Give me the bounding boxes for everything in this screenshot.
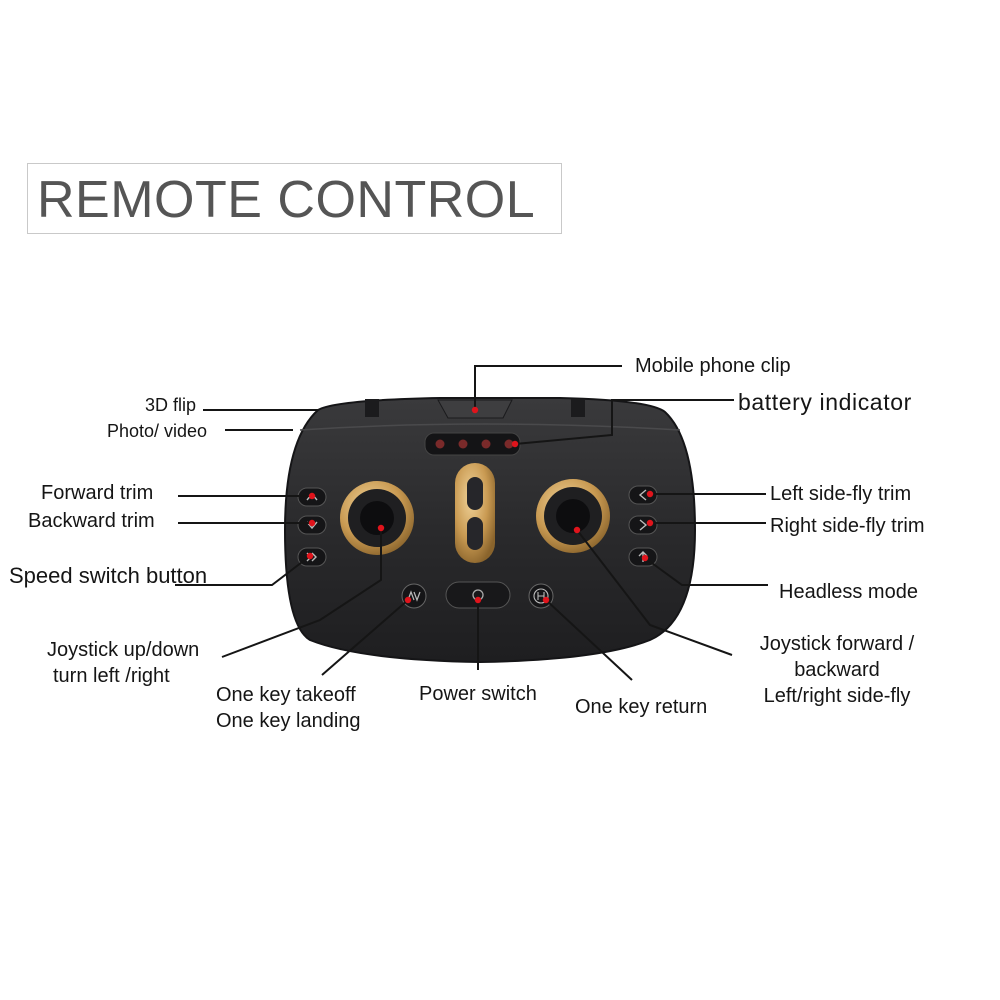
leader-headless [644, 557, 768, 586]
label-takeoff-line1: One key takeoff [216, 684, 356, 706]
label-left-side-fly-trim: Left side-fly trim [770, 483, 912, 505]
label-joystick-right-line2: backward [794, 659, 880, 681]
leader-battery [514, 399, 734, 445]
label-right-side-fly-trim: Right side-fly trim [770, 515, 925, 537]
label-joystick-left-line2: turn left /right [53, 665, 170, 687]
center-gold-rocker[interactable] [455, 463, 495, 563]
label-mobile-phone-clip: Mobile phone clip [635, 355, 791, 377]
right-side-fly-trim-button[interactable] [628, 515, 658, 535]
battery-led-3 [481, 439, 491, 449]
clip-nub-right [571, 399, 585, 417]
page-title: REMOTE CONTROL [37, 171, 536, 229]
label-joystick-right-line1: Joystick forward / [759, 633, 915, 655]
label-headless-mode: Headless mode [779, 581, 918, 603]
label-joystick-left-line1: Joystick up/down [47, 639, 200, 661]
leader-return [545, 599, 633, 681]
home-return-icon [533, 588, 549, 604]
label-one-key-return: One key return [575, 696, 708, 718]
label-power-switch: Power switch [419, 683, 537, 705]
battery-led-4 [504, 439, 514, 449]
label-takeoff-line2: One key landing [216, 710, 361, 732]
label-speed-switch: Speed switch button [9, 563, 208, 588]
label-forward-trim: Forward trim [41, 482, 154, 504]
label-joystick-right-line3: Left/right side-fly [763, 685, 911, 707]
battery-led-1 [435, 439, 445, 449]
clip-nub-left [365, 399, 379, 417]
chevron-right-icon [639, 519, 648, 531]
battery-indicator-strip [424, 432, 521, 456]
right-joystick[interactable] [536, 479, 610, 553]
label-backward-trim: Backward trim [28, 510, 155, 532]
pointer-dots [306, 406, 654, 604]
battery-led-2 [458, 439, 468, 449]
title-box: REMOTE CONTROL [27, 163, 562, 234]
label-battery-indicator: battery indicator [738, 389, 912, 415]
leader-phone-clip [474, 365, 622, 410]
leader-takeoff [321, 599, 409, 676]
label-3d-flip: 3D flip [145, 395, 197, 415]
leader-right-joystick [576, 529, 733, 656]
chevron-left-icon [638, 489, 647, 501]
left-joystick[interactable] [340, 481, 414, 555]
label-photo-video: Photo/ video [107, 421, 208, 441]
one-key-takeoff-button[interactable] [401, 583, 427, 609]
leader-left-joystick [221, 528, 382, 658]
leader-lines [175, 365, 768, 681]
leader-speed-switch [175, 555, 311, 586]
